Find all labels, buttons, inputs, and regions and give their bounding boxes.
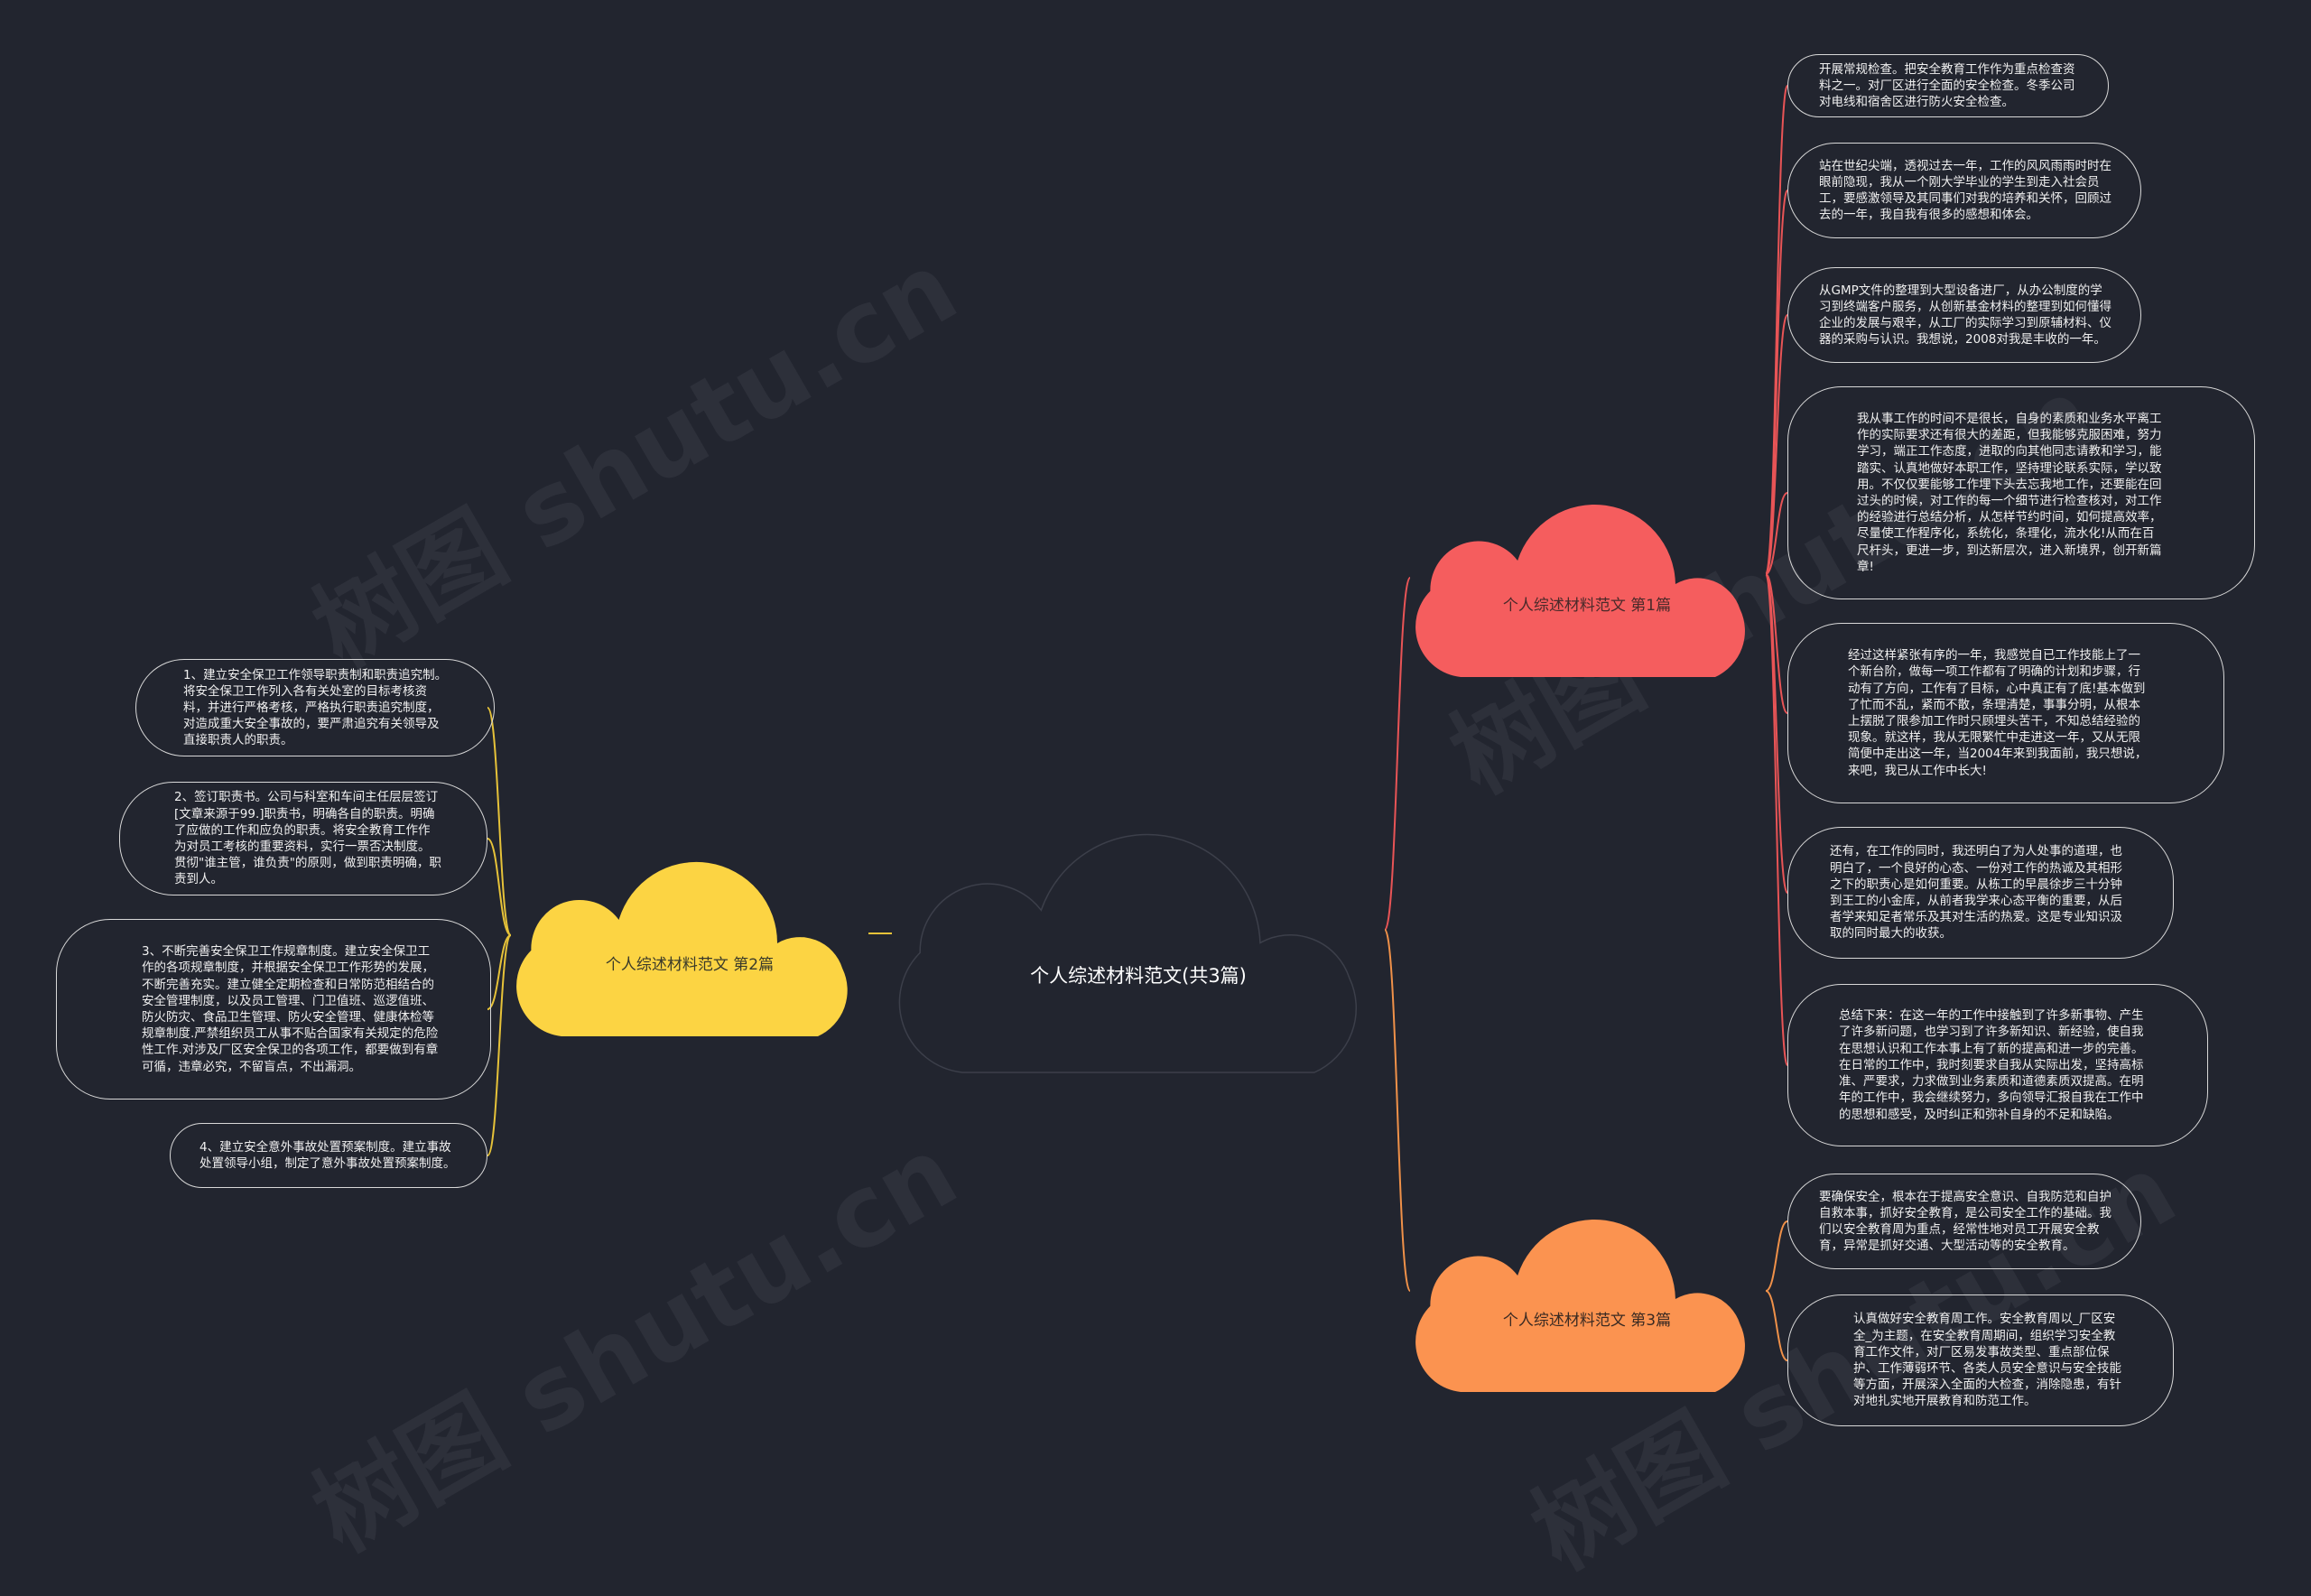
leaf-node[interactable]: 认真做好安全教育周工作。安全教育周以_厂区安全_为主题，在安全教育周期间，组织学…: [1787, 1294, 2174, 1426]
branch-2-label: 个人综述材料范文 第2篇: [606, 956, 774, 974]
leaf-text: 1、建立安全保卫工作领导职责制和职责追究制。将安全保卫工作列入各有关处室的目标考…: [183, 667, 448, 748]
leaf-text: 站在世纪尖端，透视过去一年，工作的风风雨雨时时在眼前隐现，我从一个刚大学毕业的学…: [1819, 158, 2111, 223]
leaf-node[interactable]: 开展常规检查。把安全教育工作作为重点检查资料之一。对厂区进行全面的安全检查。冬季…: [1787, 54, 2109, 117]
branch-2-cloud-shape: [516, 861, 848, 1036]
branch-2-leaf-line: [487, 707, 512, 936]
branch-1-leaf-line: [1765, 492, 1788, 575]
leaf-node[interactable]: 从GMP文件的整理到大型设备进厂，从办公制度的学习到终端客户服务，从创新基金材料…: [1787, 267, 2141, 363]
leaf-text: 4、建立安全意外事故处置预案制度。建立事故处置领导小组，制定了意外事故处置预案制…: [200, 1139, 456, 1171]
mindmap-canvas: 个人综述材料范文(共3篇) 个人综述材料范文 第1篇 个人综述材料范文 第2篇 …: [487, 85, 1788, 1392]
root-label: 个人综述材料范文(共3篇): [1030, 965, 1247, 987]
branch-1-leaf-line: [1765, 314, 1788, 575]
branch-node-2[interactable]: 个人综述材料范文 第2篇: [516, 861, 848, 1036]
leaf-node[interactable]: 站在世纪尖端，透视过去一年，工作的风风雨雨时时在眼前隐现，我从一个刚大学毕业的学…: [1787, 143, 2141, 238]
leaf-text: 要确保安全，根本在于提高安全意识、自我防范和自护自救本事，抓好安全教育，是公司安…: [1819, 1189, 2111, 1254]
branch-3-leaf-line: [1765, 1290, 1788, 1361]
leaf-text: 我从事工作的时间不是很长，自身的素质和业务水平离工作的实际要求还有很大的差距，但…: [1857, 411, 2162, 574]
branch-1-label: 个人综述材料范文 第1篇: [1503, 597, 1671, 615]
branch-1-leaf-line: [1765, 573, 1788, 714]
leaf-text: 开展常规检查。把安全教育工作作为重点检查资料之一。对厂区进行全面的安全检查。冬季…: [1819, 61, 2075, 110]
leaf-node[interactable]: 还有，在工作的同时，我还明白了为人处事的道理，也明白了，一个良好的心态、一份对工…: [1787, 827, 2174, 959]
root-cloud-shape: [898, 833, 1358, 1073]
leaf-node[interactable]: 我从事工作的时间不是很长，自身的素质和业务水平离工作的实际要求还有很大的差距，但…: [1787, 386, 2255, 599]
leaf-text: 总结下来：在这一年的工作中接触到了许多新事物、产生了许多新问题，也学习到了许多新…: [1839, 1008, 2144, 1122]
leaf-text: 经过这样紧张有序的一年，我感觉自已工作技能上了一个新台阶，做每一项工作都有了明确…: [1848, 648, 2148, 778]
branch-3-cloud-shape: [1415, 1220, 1745, 1392]
branch-1-cloud-shape: [1415, 505, 1745, 677]
leaf-node[interactable]: 要确保安全，根本在于提高安全意识、自我防范和自护自救本事，抓好安全教育，是公司安…: [1787, 1174, 2141, 1269]
leaf-text: 从GMP文件的整理到大型设备进厂，从办公制度的学习到终端客户服务，从创新基金材料…: [1819, 283, 2111, 348]
leaf-node[interactable]: 经过这样紧张有序的一年，我感觉自已工作技能上了一个新台阶，做每一项工作都有了明确…: [1787, 623, 2224, 803]
leaf-node[interactable]: 4、建立安全意外事故处置预案制度。建立事故处置领导小组，制定了意外事故处置预案制…: [170, 1123, 487, 1188]
branch-3-leaf-line: [1765, 1220, 1788, 1292]
connectors: [487, 85, 1788, 1361]
leaf-node[interactable]: 总结下来：在这一年的工作中接触到了许多新事物、产生了许多新问题，也学习到了许多新…: [1787, 984, 2208, 1146]
root-node[interactable]: 个人综述材料范文(共3篇): [898, 833, 1358, 1073]
branch-2-leaf-line: [487, 838, 512, 936]
root-to-branch-3-line: [1384, 929, 1411, 1292]
branch-1-leaf-line: [1765, 85, 1788, 575]
leaf-node[interactable]: 2、签订职责书。公司与科室和车间主任层层签订[文章来源于99.]职责书，明确各自…: [119, 782, 487, 895]
branch-2-leaf-line: [487, 934, 512, 1156]
branch-1-leaf-line: [1765, 190, 1788, 575]
root-to-branch-1-line: [1384, 577, 1411, 931]
branch-node-3[interactable]: 个人综述材料范文 第3篇: [1415, 1220, 1745, 1392]
leaf-node[interactable]: 3、不断完善安全保卫工作规章制度。建立安全保卫工作的各项规章制度，并根据安全保卫…: [56, 919, 491, 1100]
leaf-text: 3、不断完善安全保卫工作规章制度。建立安全保卫工作的各项规章制度，并根据安全保卫…: [142, 944, 439, 1074]
leaf-text: 认真做好安全教育周工作。安全教育周以_厂区安全_为主题，在安全教育周期间，组织学…: [1853, 1312, 2121, 1409]
leaf-text: 2、签订职责书。公司与科室和车间主任层层签订[文章来源于99.]职责书，明确各自…: [174, 790, 441, 887]
leaf-text: 还有，在工作的同时，我还明白了为人处事的道理，也明白了，一个良好的心态、一份对工…: [1830, 844, 2122, 942]
branch-3-label: 个人综述材料范文 第3篇: [1503, 1312, 1671, 1330]
leaf-node[interactable]: 1、建立安全保卫工作领导职责制和职责追究制。将安全保卫工作列入各有关处室的目标考…: [135, 659, 495, 756]
branch-node-1[interactable]: 个人综述材料范文 第1篇: [1415, 505, 1745, 677]
branch-1-leaf-line: [1765, 573, 1788, 1066]
